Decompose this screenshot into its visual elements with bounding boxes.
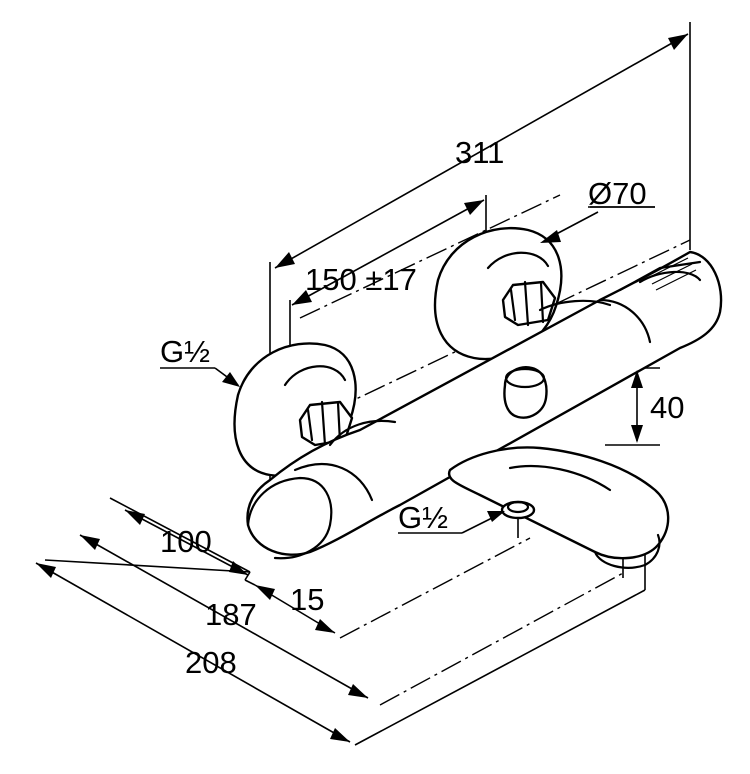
dim-187-label: 187 xyxy=(205,597,257,632)
spout xyxy=(447,446,670,569)
diverter-knob xyxy=(503,366,548,419)
dim-15-label: 15 xyxy=(290,582,324,617)
dim-100-label: 100 xyxy=(160,524,212,559)
dim-center-distance-label: 150 ±17 xyxy=(305,262,417,297)
thread-spout-label: G½ xyxy=(398,500,448,535)
right-rosette xyxy=(433,226,563,361)
mixer-body xyxy=(246,250,723,560)
thread-left-label: G½ xyxy=(160,334,210,369)
dim-311-label: 311 xyxy=(455,135,504,170)
dimension-labels: 311 Ø70 150 ±17 G½ G½ 40 100 187 208 15 xyxy=(160,135,684,680)
dimension-lines xyxy=(35,33,689,743)
dim-208-label: 208 xyxy=(185,645,237,680)
dim-diameter-label: Ø70 xyxy=(588,176,647,211)
dim-40-label: 40 xyxy=(650,390,684,425)
